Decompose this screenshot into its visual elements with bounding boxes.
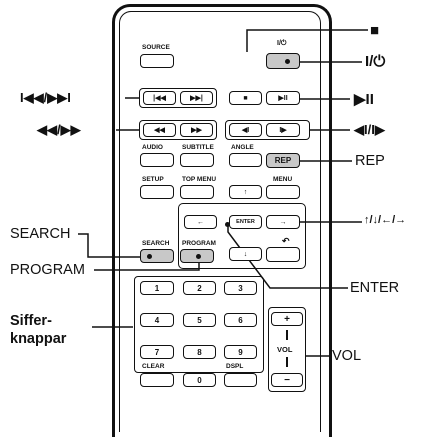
program-callout: PROGRAM [10, 262, 85, 278]
program-callout-dot [196, 254, 201, 259]
menu-label: MENU [273, 176, 293, 183]
angle-button[interactable] [229, 153, 262, 167]
slow-callout: ◀I/I▶ [354, 122, 385, 137]
arrow-left-button[interactable]: ← [184, 215, 217, 229]
prev-next-callout: I◀◀/▶▶I [20, 90, 71, 105]
enter-callout-dot [225, 222, 230, 227]
number-2-button[interactable]: 2 [183, 281, 216, 295]
stop-callout-line [246, 29, 368, 52]
next-button[interactable]: ▶▶| [180, 91, 213, 105]
arrow-right-button[interactable]: → [266, 215, 300, 229]
rew-ff-callout: ◀◀/▶▶ [37, 122, 81, 137]
callout-lines [78, 29, 368, 357]
volume-label: VOL [277, 345, 293, 354]
search-label: SEARCH [142, 240, 170, 247]
fast-forward-button[interactable]: ▶▶ [180, 123, 213, 137]
number-pad-group [134, 276, 264, 373]
power-callout: I/⏻ [365, 53, 386, 70]
source-button[interactable] [140, 54, 174, 68]
number-8-button[interactable]: 8 [183, 345, 216, 359]
number-1-button[interactable]: 1 [140, 281, 174, 295]
siffer-callout-line2: knappar [10, 331, 67, 347]
prev-next-group [139, 88, 217, 108]
return-button[interactable] [266, 247, 300, 262]
subtitle-button[interactable] [180, 153, 214, 167]
power-button-label: I/⏻ [277, 40, 287, 47]
arrow-down-button[interactable]: ↓ [229, 247, 262, 261]
rep-button[interactable]: REP [266, 153, 300, 168]
enter-button[interactable]: ENTER [229, 215, 262, 229]
search-callout-dot [147, 254, 152, 259]
siffer-callout-line1: Siffer- [10, 313, 52, 329]
play-pause-callout: ▶II [354, 91, 374, 108]
power-button[interactable] [266, 53, 300, 69]
arrows-callout: ↑/↓/←/→ [364, 214, 407, 226]
power-callout-dot [285, 59, 290, 64]
search-callout-line [78, 233, 150, 258]
setup-button[interactable] [140, 185, 174, 199]
search-button[interactable] [140, 249, 174, 263]
prev-button[interactable]: |◀◀ [143, 91, 176, 105]
rep-callout: REP [355, 153, 385, 169]
return-icon: ↶ [282, 236, 290, 246]
number-3-button[interactable]: 3 [224, 281, 257, 295]
dspl-button[interactable] [224, 373, 257, 387]
menu-button[interactable] [266, 185, 300, 199]
clear-button[interactable] [140, 373, 174, 387]
rewind-button[interactable]: ◀◀ [143, 123, 176, 137]
search-callout: SEARCH [10, 226, 71, 242]
play-pause-button[interactable]: ▶II [266, 91, 300, 105]
volume-group [268, 307, 306, 392]
dspl-label: DSPL [226, 363, 244, 370]
number-7-button[interactable]: 7 [140, 345, 174, 359]
number-0-button[interactable]: 0 [183, 373, 216, 387]
top-menu-label: TOP MENU [182, 176, 217, 183]
vol-callout: VOL [332, 348, 362, 364]
angle-label: ANGLE [231, 144, 254, 151]
audio-label: AUDIO [142, 144, 163, 151]
clear-label: CLEAR [142, 363, 165, 370]
volume-down-button[interactable]: − [271, 373, 303, 387]
source-label: SOURCE [142, 44, 170, 51]
number-9-button[interactable]: 9 [224, 345, 257, 359]
stop-button[interactable]: ■ [229, 91, 262, 105]
rew-ff-group [139, 120, 217, 140]
arrow-cluster-group [178, 203, 306, 269]
arrow-up-button[interactable]: ↑ [229, 185, 262, 199]
slow-back-button[interactable]: ◀I [229, 123, 262, 137]
top-menu-button[interactable] [180, 185, 214, 199]
slow-group [225, 120, 310, 140]
setup-label: SETUP [142, 176, 164, 183]
program-label: PROGRAM [182, 240, 216, 247]
stop-callout: ■ [370, 22, 380, 39]
enter-callout: ENTER [350, 280, 400, 296]
number-4-button[interactable]: 4 [140, 313, 174, 327]
number-6-button[interactable]: 6 [224, 313, 257, 327]
subtitle-label: SUBTITLE [182, 144, 214, 151]
volume-tick-bottom [286, 357, 288, 367]
slow-forward-button[interactable]: I▶ [266, 123, 300, 137]
volume-tick-top [286, 330, 288, 340]
remote-control-diagram: SOURCE I/⏻ |◀◀ ▶▶| ■ ▶II ◀◀ ▶▶ ◀I I▶ AUD… [10, 4, 407, 437]
number-5-button[interactable]: 5 [183, 313, 216, 327]
audio-button[interactable] [140, 153, 174, 167]
volume-up-button[interactable]: + [271, 312, 303, 326]
